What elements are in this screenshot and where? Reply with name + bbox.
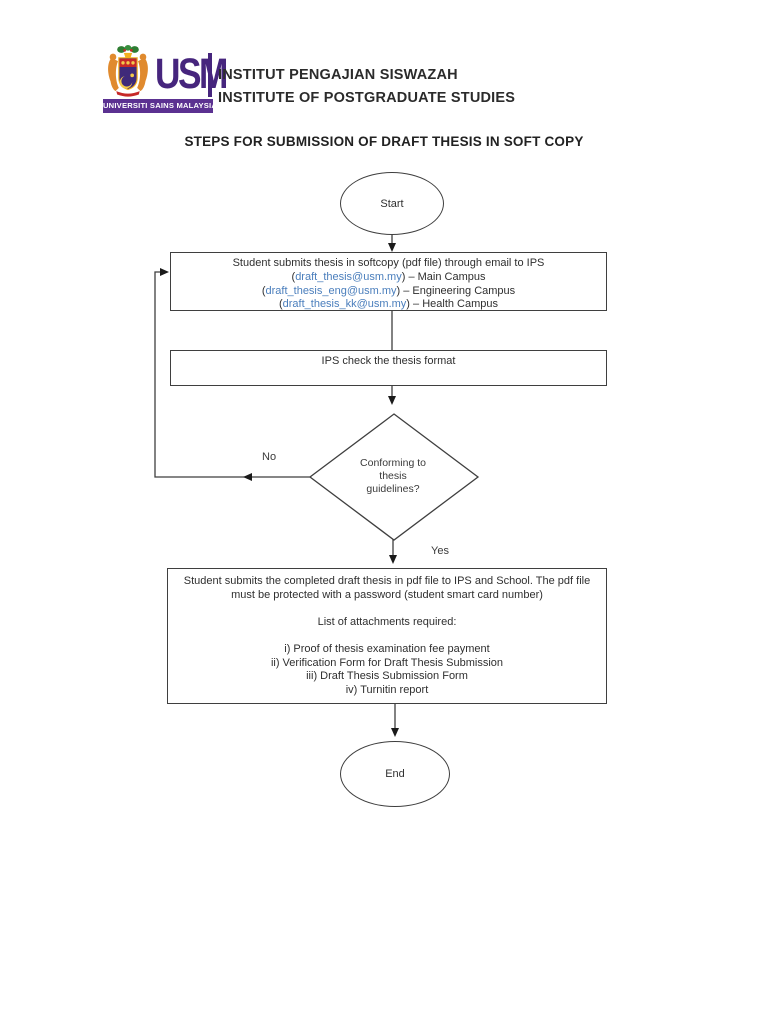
email-row-health: (draft_thesis_kk@usm.my) – Health Campus <box>278 298 499 311</box>
email-link-main-campus[interactable]: draft_thesis@usm.my <box>295 270 402 283</box>
end-terminator: End <box>340 741 450 807</box>
start-terminator: Start <box>340 172 444 235</box>
attachments-heading: List of attachments required: <box>317 615 457 628</box>
format-check-process-box: IPS check the thesis format <box>170 350 607 386</box>
usm-wordmark-bar <box>208 53 212 97</box>
email-row-engineering: (draft_thesis_eng@usm.my) – Engineering … <box>261 284 516 297</box>
yes-branch-label: Yes <box>431 545 449 557</box>
final-submission-paragraph: Student submits the completed draft thes… <box>183 575 591 601</box>
start-label: Start <box>380 197 404 210</box>
attachment-item: i) Proof of thesis examination fee payme… <box>284 642 490 655</box>
format-check-label: IPS check the thesis format <box>321 355 456 367</box>
institute-name-english: INSTITUTE OF POSTGRADUATE STUDIES <box>218 90 516 106</box>
attachment-item: iv) Turnitin report <box>345 683 429 696</box>
decision-label: Conforming to thesis guidelines? <box>360 457 426 495</box>
email-link-health-campus[interactable]: draft_thesis_kk@usm.my <box>282 298 407 311</box>
attachment-item: iii) Draft Thesis Submission Form <box>306 670 468 683</box>
page-title: STEPS FOR SUBMISSION OF DRAFT THESIS IN … <box>184 134 584 149</box>
final-submission-process-box: Student submits the completed draft thes… <box>167 568 607 704</box>
attachment-item: ii) Verification Form for Draft Thesis S… <box>270 656 504 669</box>
institute-name-malay: INSTITUT PENGAJIAN SISWAZAH <box>218 67 458 83</box>
usm-banner: UNIVERSITI SAINS MALAYSIA <box>103 99 217 113</box>
email-link-engineering-campus[interactable]: draft_thesis_eng@usm.my <box>265 284 397 297</box>
no-branch-label: No <box>262 451 277 463</box>
usm-crest-icon <box>108 45 148 97</box>
email-row-main: (draft_thesis@usm.my) – Main Campus <box>291 270 486 283</box>
submit-email-line1: Student submits thesis in softcopy (pdf … <box>232 257 545 269</box>
usm-wordmark: USM <box>155 50 228 98</box>
end-label: End <box>385 768 405 780</box>
submit-email-process-box: Student submits thesis in softcopy (pdf … <box>170 252 607 311</box>
